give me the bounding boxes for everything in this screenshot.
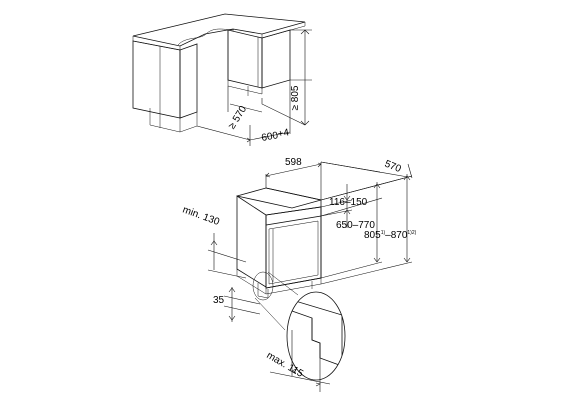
- niche-drawing: [132, 13, 306, 133]
- total-805-870-label: 8051)–8701)2): [364, 230, 417, 241]
- niche-height-label: ≥ 805: [290, 85, 301, 110]
- detail-circle-small: [252, 271, 274, 301]
- width-598-label: 598: [285, 157, 302, 168]
- control-panel: [265, 206, 322, 226]
- appliance-side: [236, 195, 267, 288]
- appliance-dimensions: 598 570 116–150 650–770 8051)–8701)2) mi…: [181, 157, 417, 392]
- min-130-label: min. 130: [181, 204, 221, 228]
- body-650-770-label: 650–770: [336, 220, 375, 231]
- appliance-drawing: [236, 187, 322, 331]
- detail-circle-large: [286, 291, 346, 381]
- right-cabinet: [227, 29, 263, 89]
- left-cabinet: [132, 40, 181, 119]
- appliance-door: [268, 220, 319, 285]
- max-115-label: max. 115: [265, 350, 306, 380]
- depth-570-label: 570: [383, 159, 403, 176]
- foot-35-label: 35: [213, 295, 225, 306]
- niche-width-tolerance: +4: [277, 127, 291, 140]
- countertop: [132, 13, 306, 47]
- panel-116-150-label: 116–150: [329, 197, 368, 208]
- niche-dimensions: ≥ 805 ≥ 570 600+4: [196, 29, 312, 146]
- niche-width-label: 600+4: [260, 127, 290, 144]
